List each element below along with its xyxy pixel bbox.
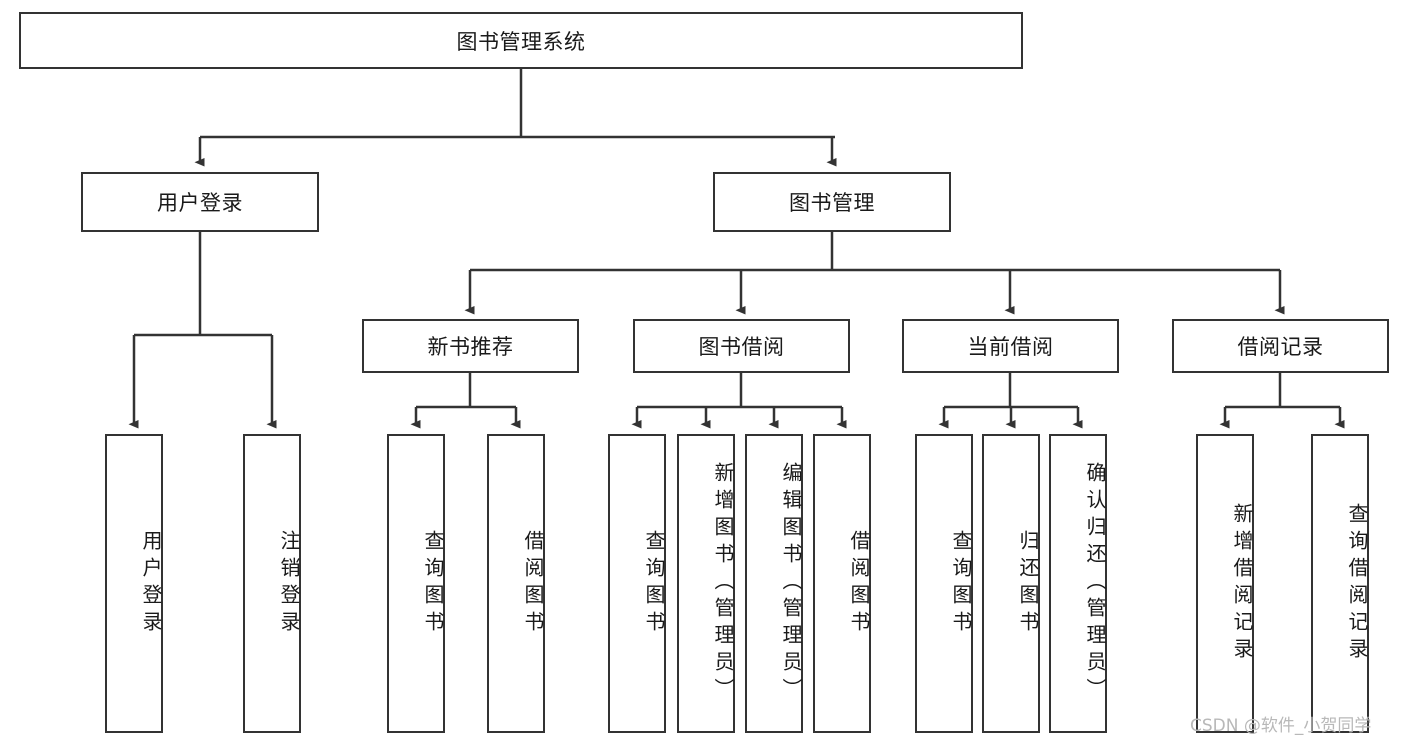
node-book-borrow-label: 图书借阅 <box>698 335 785 359</box>
node-root[interactable]: 图书管理系统 <box>19 12 1023 69</box>
node-leaf-add-record-label: 新增借阅记录 <box>1230 502 1254 665</box>
node-leaf-logout-label: 注销登录 <box>277 529 301 638</box>
watermark: CSDN @软件_小贺同学 <box>1190 716 1372 736</box>
node-borrow-record[interactable]: 借阅记录 <box>1172 319 1389 373</box>
node-leaf-query-record-label: 查询借阅记录 <box>1345 502 1369 665</box>
node-leaf-user-login-label: 用户登录 <box>139 529 163 638</box>
node-leaf-logout[interactable]: 注销登录 <box>243 434 301 733</box>
node-leaf-query-book-3[interactable]: 查询图书 <box>915 434 973 733</box>
node-leaf-return-book-label: 归还图书 <box>1016 529 1040 638</box>
node-leaf-edit-book[interactable]: 编辑图书（管理员） <box>745 434 803 733</box>
node-leaf-query-book-1-label: 查询图书 <box>421 529 445 638</box>
node-leaf-borrow-book-1-label: 借阅图书 <box>521 529 545 638</box>
node-leaf-borrow-book-2[interactable]: 借阅图书 <box>813 434 871 733</box>
node-leaf-confirm-return[interactable]: 确认归还（管理员） <box>1049 434 1107 733</box>
node-book-manage-label: 图书管理 <box>789 191 875 215</box>
node-leaf-confirm-return-label: 确认归还（管理员） <box>1083 462 1107 705</box>
node-leaf-query-record[interactable]: 查询借阅记录 <box>1311 434 1369 733</box>
node-leaf-borrow-book-2-label: 借阅图书 <box>847 529 871 638</box>
node-book-borrow[interactable]: 图书借阅 <box>633 319 850 373</box>
node-book-manage[interactable]: 图书管理 <box>713 172 951 232</box>
node-root-label: 图书管理系统 <box>456 29 586 54</box>
node-leaf-borrow-book-1[interactable]: 借阅图书 <box>487 434 545 733</box>
node-borrow-record-label: 借阅记录 <box>1237 335 1324 359</box>
node-leaf-query-book-2[interactable]: 查询图书 <box>608 434 666 733</box>
node-leaf-query-book-1[interactable]: 查询图书 <box>387 434 445 733</box>
node-leaf-user-login[interactable]: 用户登录 <box>105 434 163 733</box>
node-new-book-rec[interactable]: 新书推荐 <box>362 319 579 373</box>
node-current-borrow-label: 当前借阅 <box>967 335 1054 359</box>
node-user-login-label: 用户登录 <box>157 191 243 215</box>
node-leaf-edit-book-label: 编辑图书（管理员） <box>779 462 803 705</box>
node-leaf-add-book[interactable]: 新增图书（管理员） <box>677 434 735 733</box>
node-leaf-query-book-2-label: 查询图书 <box>642 529 666 638</box>
node-leaf-return-book[interactable]: 归还图书 <box>982 434 1040 733</box>
node-leaf-add-book-label: 新增图书（管理员） <box>711 462 735 705</box>
node-leaf-query-book-3-label: 查询图书 <box>949 529 973 638</box>
node-current-borrow[interactable]: 当前借阅 <box>902 319 1119 373</box>
node-user-login[interactable]: 用户登录 <box>81 172 319 232</box>
node-leaf-add-record[interactable]: 新增借阅记录 <box>1196 434 1254 733</box>
node-new-book-rec-label: 新书推荐 <box>427 335 514 359</box>
